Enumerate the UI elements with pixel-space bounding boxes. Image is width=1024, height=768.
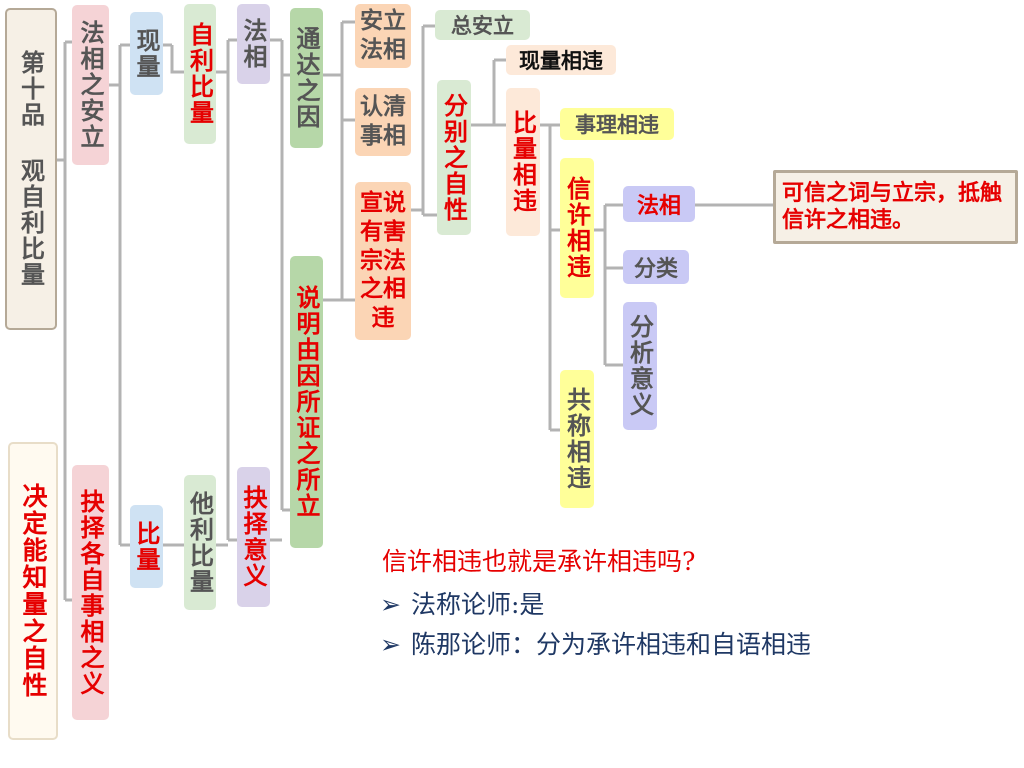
fa-xiang-an-li-text: 法相之安立 [76,20,104,150]
definition-text: 可信之词与立宗，抵触信许之相违。 [782,180,1003,234]
shi-li-xiang-wei-node: 事理相违 [560,108,674,140]
note-item-1: ➢ 法称论师:是 [380,585,544,621]
tong-da-zhi-yin-text: 通达之因 [292,26,320,130]
fen-lei-text: 分类 [633,257,678,282]
fa-xiang-leaf-text: 法相 [636,194,681,219]
zong-an-li-text: 总安立 [451,14,514,38]
fen-bie-node: 分别之自性 [437,80,471,235]
fa-xiang-text: 法相 [239,18,267,70]
bi-liang-text: 比量 [132,520,160,573]
shuo-ming-text: 说明由因所证之所立 [292,285,320,519]
xian-liang-xiang-wei-node: 现量相违 [506,45,616,75]
ta-li-bi-liang-node: 他利比量 [184,475,216,610]
note-question-text: 信许相违也就是承许相违吗? [382,547,696,576]
jue-ding-text: 决定能知量之自性 [19,483,48,699]
fa-xiang-an-li-node: 法相之安立 [72,5,109,165]
bullet-arrow-icon: ➢ [380,630,401,659]
jue-ze-yi-yi-text: 抉择意义 [239,485,267,589]
gong-cheng-xiang-wei-node: 共称相违 [560,370,594,508]
note-item-2: ➢ 陈那论师：分为承许相违和自语相违 [380,625,811,661]
title-node: 第十品 观自利比量 [5,8,57,330]
shuo-ming-node: 说明由因所证之所立 [290,256,323,548]
ren-qing-text: 认清事相 [360,94,406,149]
bullet-arrow-icon: ➢ [380,590,401,619]
xuan-shuo-text: 宣说有害宗法之相违 [360,190,406,332]
fa-xiang-leaf-node: 法相 [623,186,695,222]
jue-ze-ge-shi-text: 抉择各自事相之义 [76,488,104,697]
title-text: 第十品 观自利比量 [16,50,45,288]
xin-xu-xiang-wei-node: 信许相违 [560,158,594,298]
zong-an-li-node: 总安立 [435,10,530,40]
ren-qing-node: 认清事相 [355,88,411,156]
xian-liang-xiang-wei-text: 现量相违 [519,49,603,73]
zi-li-bi-liang-text: 自利比量 [185,22,214,126]
fen-lei-node: 分类 [623,250,689,284]
jue-ze-ge-shi-node: 抉择各自事相之义 [72,465,109,720]
xian-liang-text: 现量 [132,27,160,80]
definition-box: 可信之词与立宗，抵触信许之相违。 [773,170,1018,244]
fa-xiang-node: 法相 [237,4,270,84]
note-item-1-text: 法称论师:是 [410,590,545,619]
fen-xi-node: 分析意义 [623,302,657,430]
zi-li-bi-liang-node: 自利比量 [184,4,216,144]
bi-liang-node: 比量 [130,505,163,588]
tong-da-zhi-yin-node: 通达之因 [290,8,323,148]
gong-cheng-text: 共称相违 [562,387,591,491]
fen-bie-text: 分别之自性 [439,92,468,223]
shi-li-text: 事理相违 [575,113,659,137]
jue-ze-yi-yi-node: 抉择意义 [237,467,270,607]
jue-ding-node: 决定能知量之自性 [8,442,58,740]
xin-xu-text: 信许相违 [562,176,591,280]
an-li-fa-xiang-node: 安立法相 [355,4,411,68]
xian-liang-node: 现量 [130,12,163,95]
xuan-shuo-node: 宣说有害宗法之相违 [355,182,411,340]
an-li-fa-xiang-text: 安立法相 [360,8,406,63]
fen-xi-text: 分析意义 [625,314,654,418]
note-item-2-text: 陈那论师：分为承许相违和自语相违 [410,630,811,659]
ta-li-bi-liang-text: 他利比量 [185,490,214,595]
bi-liang-xiang-wei-node: 比量相违 [506,88,540,236]
bi-liang-xiang-wei-text: 比量相违 [508,110,537,214]
note-question: 信许相违也就是承许相违吗? [382,542,695,578]
